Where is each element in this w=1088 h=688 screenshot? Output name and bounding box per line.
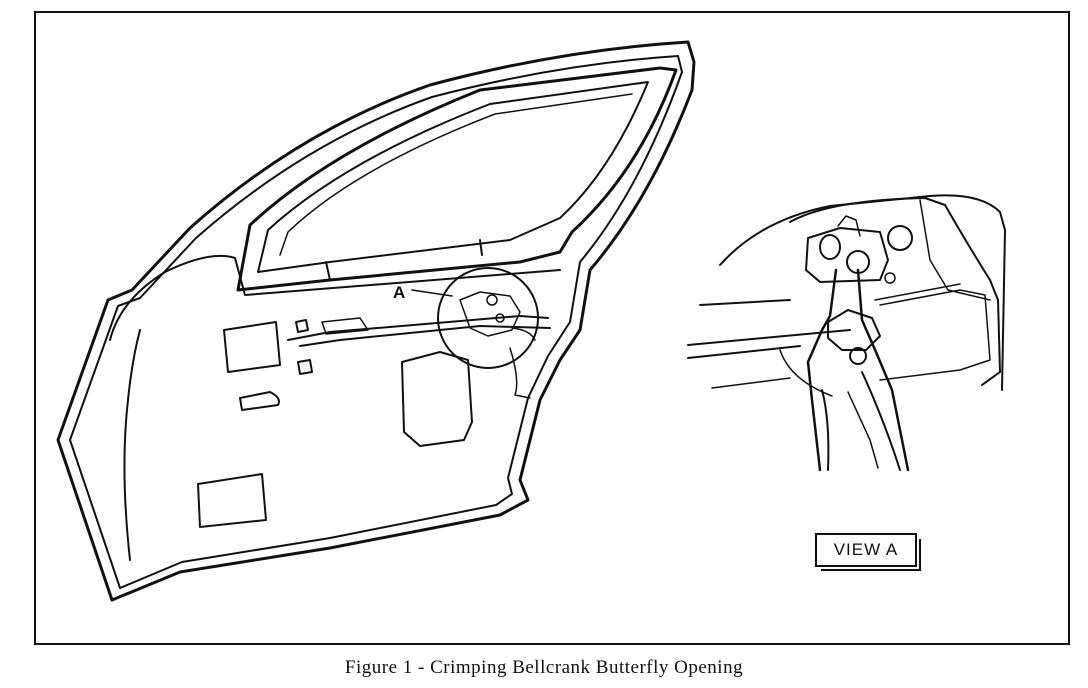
view-a-detail-circle [437, 267, 539, 369]
detail-rod-upper [687, 329, 851, 346]
view-a-label: VIEW A [833, 540, 899, 559]
lock-rod [287, 315, 549, 341]
access-hole-lower [197, 473, 267, 528]
detail-panel-top [719, 194, 1006, 391]
door-lower-panel [123, 329, 141, 561]
bellcrank-bracket [805, 227, 889, 283]
window-frame-outer [236, 66, 678, 292]
handle-rod [299, 325, 551, 347]
door-inner-edge [69, 55, 683, 589]
view-a-label-box: VIEW A [815, 533, 921, 571]
crimping-pliers [806, 268, 838, 472]
window-frame-inner [257, 81, 649, 273]
door-outer-edge [56, 40, 696, 602]
access-hole-small [297, 359, 313, 375]
figure-frame [34, 11, 1070, 645]
callout-leader [411, 289, 453, 297]
door-illustration [56, 40, 696, 602]
access-hole-slot [239, 391, 280, 411]
access-hole-upper [223, 321, 281, 373]
window-glass-edge [279, 93, 633, 256]
door-skin-edge [109, 254, 561, 341]
access-hole-center [401, 351, 473, 447]
detail-rod-lower [687, 345, 801, 359]
callout-label-a: A [393, 283, 406, 302]
figure-caption: Figure 1 - Crimping Bellcrank Butterfly … [344, 657, 744, 678]
view-a-illustration [687, 194, 1006, 472]
